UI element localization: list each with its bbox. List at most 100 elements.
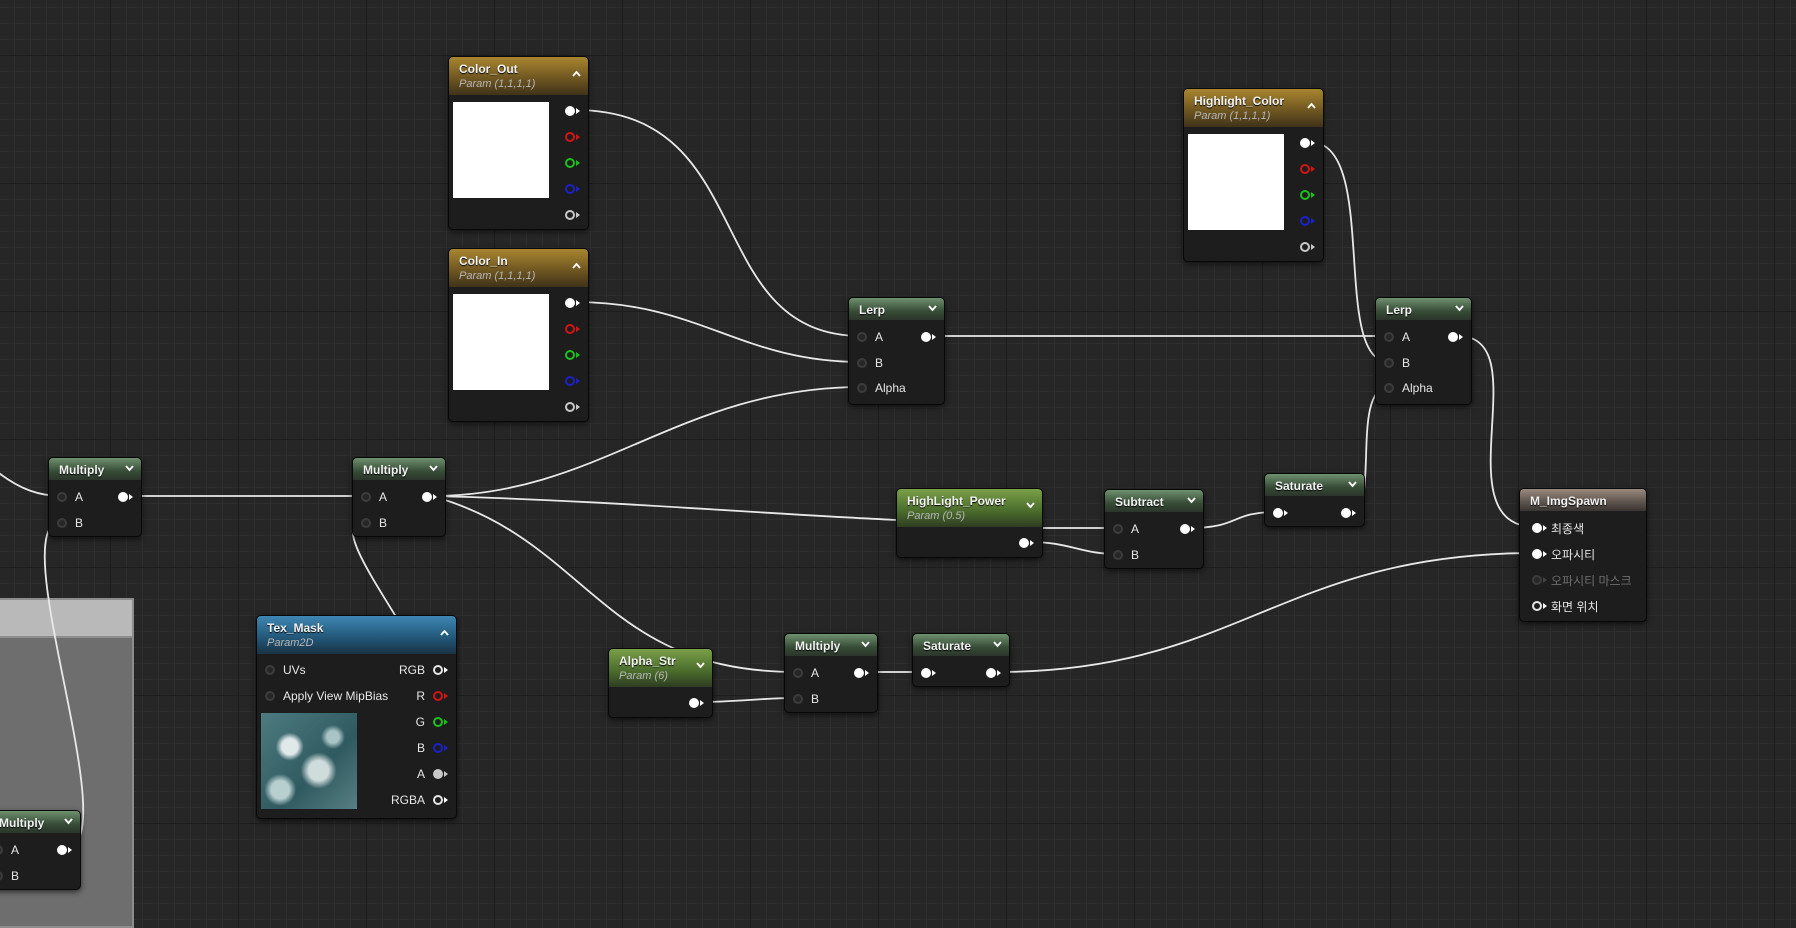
collapse-icon[interactable] [1307, 101, 1316, 110]
output-pin-green[interactable] [433, 717, 443, 727]
output-pin[interactable] [986, 668, 996, 678]
output-b-row[interactable] [1300, 212, 1315, 230]
output-a-row[interactable] [565, 398, 580, 416]
output-r-row[interactable] [565, 128, 580, 146]
output-pin-red[interactable] [565, 132, 575, 142]
output-pin[interactable] [689, 698, 699, 708]
saturate-node-top-header[interactable]: Saturate [1265, 474, 1364, 496]
output-pin[interactable] [422, 492, 432, 502]
input-pin[interactable] [1113, 550, 1123, 560]
output-pin-alpha[interactable] [433, 769, 443, 779]
pin-row-a[interactable]: A [857, 328, 883, 346]
saturate-node-bottom[interactable]: Saturate [912, 633, 1010, 687]
highlight-power-header[interactable]: HighLight_Power Param (0.5) [897, 489, 1042, 527]
highlight-color-header[interactable]: Highlight_Color Param (1,1,1,1) [1184, 89, 1323, 127]
output-pin[interactable] [565, 106, 575, 116]
pin-row-a[interactable]: A [361, 488, 387, 506]
subtract-node-header[interactable]: Subtract [1105, 490, 1203, 512]
input-pin[interactable] [1532, 601, 1542, 611]
input-pin[interactable] [1384, 358, 1394, 368]
input-uvs-row[interactable]: UVs [265, 661, 306, 679]
color-out-node[interactable]: Color_Out Param (1,1,1,1) [448, 56, 589, 230]
input-pin[interactable] [265, 691, 275, 701]
material-output-node[interactable]: M_ImgSpawn 최종색 오파시티 오파시티 마스크 화면 위치 [1519, 488, 1647, 622]
pin-row-b[interactable]: B [361, 514, 387, 532]
input-pin[interactable] [793, 694, 803, 704]
pin-row-b[interactable]: B [1113, 546, 1139, 564]
output-pin[interactable] [433, 795, 443, 805]
input-pin[interactable] [361, 518, 371, 528]
input-mipbias-row[interactable]: Apply View MipBias [265, 687, 388, 705]
input-pin[interactable] [857, 332, 867, 342]
output-b-row[interactable]: B [417, 739, 448, 757]
chevron-down-icon[interactable] [861, 640, 870, 649]
output-pin-row[interactable] [1448, 328, 1463, 346]
output-pin[interactable] [854, 668, 864, 678]
output-pin[interactable] [921, 332, 931, 342]
output-pin-row[interactable] [689, 694, 704, 712]
pin-row-b[interactable]: B [1384, 354, 1410, 372]
multiply-node-bottom[interactable]: Multiply A B [784, 633, 878, 713]
output-rgb-row[interactable] [565, 102, 580, 120]
output-g-row[interactable] [1300, 186, 1315, 204]
multiply-node-bottom-header[interactable]: Multiply [785, 634, 877, 656]
output-g-row[interactable] [565, 154, 580, 172]
output-pin[interactable] [1341, 508, 1351, 518]
saturate-node-top[interactable]: Saturate [1264, 473, 1365, 527]
pin-row-b[interactable]: B [857, 354, 883, 372]
pin-row-b[interactable]: B [57, 514, 83, 532]
input-pin[interactable] [857, 358, 867, 368]
lerp-node-2-header[interactable]: Lerp [1376, 298, 1471, 320]
output-rgb-row[interactable]: RGB [399, 661, 448, 679]
lerp-node-2[interactable]: Lerp A B Alpha [1375, 297, 1472, 405]
output-pin-row[interactable] [422, 488, 437, 506]
chevron-down-icon[interactable] [125, 464, 134, 473]
pin-row-b[interactable]: B [0, 867, 19, 885]
input-pin[interactable] [1384, 383, 1394, 393]
output-pin[interactable] [1300, 138, 1310, 148]
output-a-row[interactable] [565, 206, 580, 224]
input-pin[interactable] [1532, 575, 1542, 585]
output-rgba-row[interactable]: RGBA [391, 791, 448, 809]
input-opacity-mask-row[interactable]: 오파시티 마스크 [1532, 571, 1632, 589]
output-pin[interactable] [118, 492, 128, 502]
output-pin-row[interactable] [57, 841, 72, 859]
lerp-node-1[interactable]: Lerp A B Alpha [848, 297, 945, 405]
alpha-str-node[interactable]: Alpha_Str Param (6) [608, 648, 713, 718]
highlight-color-node[interactable]: Highlight_Color Param (1,1,1,1) [1183, 88, 1324, 262]
chevron-down-icon[interactable] [696, 661, 705, 670]
multiply-node-bottomleft-header[interactable]: Multiply [0, 811, 80, 833]
subtract-node[interactable]: Subtract A B [1104, 489, 1204, 569]
chevron-down-icon[interactable] [1187, 496, 1196, 505]
input-final-color-row[interactable]: 최종색 [1532, 519, 1584, 537]
output-pin-alpha[interactable] [565, 402, 575, 412]
chevron-down-icon[interactable] [1026, 501, 1035, 510]
output-pin-red[interactable] [565, 324, 575, 334]
output-g-row[interactable]: G [416, 713, 448, 731]
chevron-down-icon[interactable] [1455, 304, 1464, 313]
multiply-node-bottomleft[interactable]: Multiply A B [0, 810, 81, 890]
pin-row-a[interactable]: A [793, 664, 819, 682]
color-out-header[interactable]: Color_Out Param (1,1,1,1) [449, 57, 588, 95]
multiply-node-left[interactable]: Multiply A B [48, 457, 142, 537]
input-pin[interactable] [793, 668, 803, 678]
pin-row-alpha[interactable]: Alpha [857, 379, 906, 397]
pin-row-a[interactable]: A [1113, 520, 1139, 538]
input-opacity-row[interactable]: 오파시티 [1532, 545, 1595, 563]
output-pin-green[interactable] [565, 158, 575, 168]
multiply-node-mid-header[interactable]: Multiply [353, 458, 445, 480]
chevron-down-icon[interactable] [928, 304, 937, 313]
output-pin-red[interactable] [1300, 164, 1310, 174]
input-pin[interactable] [1273, 508, 1283, 518]
output-pin-row[interactable] [118, 488, 133, 506]
output-pin-alpha[interactable] [565, 210, 575, 220]
input-pin[interactable] [361, 492, 371, 502]
output-r-row[interactable] [565, 320, 580, 338]
output-pin-row[interactable] [1341, 504, 1356, 522]
output-pin-green[interactable] [1300, 190, 1310, 200]
output-b-row[interactable] [565, 180, 580, 198]
input-pin[interactable] [1113, 524, 1123, 534]
alpha-str-header[interactable]: Alpha_Str Param (6) [609, 649, 712, 687]
chevron-down-icon[interactable] [64, 817, 73, 826]
output-pin-row[interactable] [986, 664, 1001, 682]
